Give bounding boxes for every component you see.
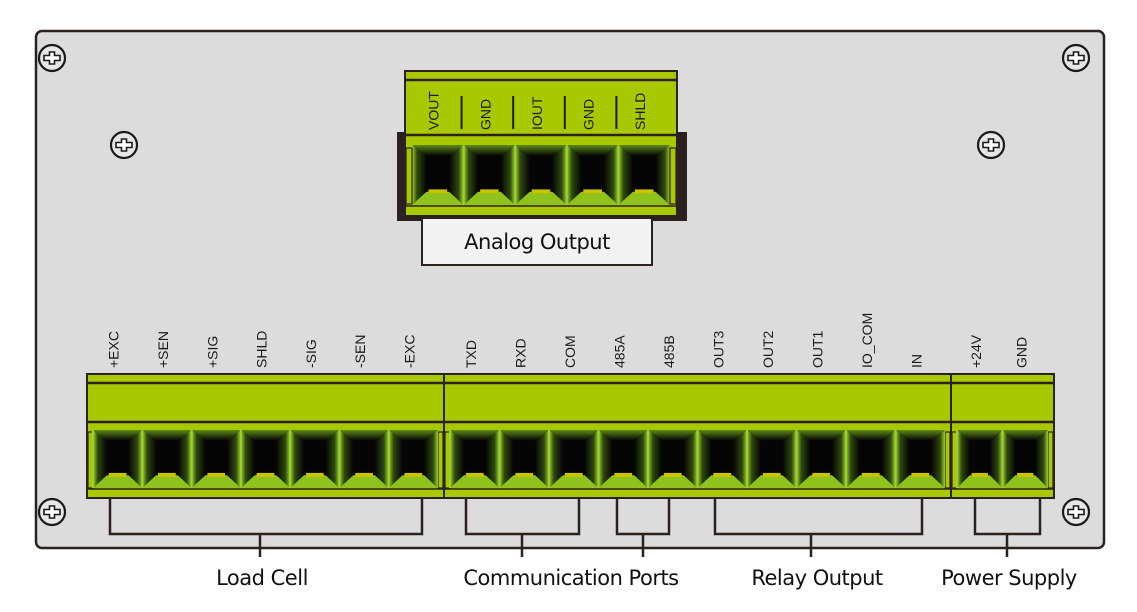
group-label: Relay Output — [751, 566, 883, 590]
bottom-terminal-blocks — [86, 373, 1055, 499]
terminal-socket[interactable] — [338, 430, 389, 488]
pin-label: +24V — [968, 334, 984, 368]
pin-label: IN — [908, 354, 924, 368]
group-brackets: Load Cell Communication Ports Relay Output… — [108, 498, 1077, 590]
terminal-socket[interactable] — [92, 430, 143, 488]
pin-label: -SEN — [352, 335, 368, 368]
phillips-screw-icon — [37, 43, 67, 73]
terminal-socket[interactable] — [845, 430, 896, 488]
bottom-pin-labels: +EXC +SEN +SIG SHLD -SIG -SEN -EXC TXD RXD COM 485… — [106, 313, 1030, 368]
terminal-socket[interactable] — [141, 430, 192, 488]
io-block — [443, 373, 952, 499]
pin-label: OUT1 — [809, 330, 825, 368]
pin-label: GND — [1014, 337, 1030, 368]
group-bracket — [713, 498, 924, 557]
terminal-socket[interactable] — [956, 430, 1003, 488]
pin-label: OUT2 — [760, 330, 776, 368]
analog-pin-label: GND — [477, 99, 493, 130]
terminal-socket[interactable] — [597, 430, 649, 488]
terminal-socket[interactable] — [746, 430, 797, 488]
terminal-socket[interactable] — [647, 430, 698, 488]
terminal-socket[interactable] — [696, 430, 748, 488]
phillips-screw-icon — [37, 497, 67, 527]
analog-output-label-box — [421, 217, 653, 266]
phillips-screw-icon — [109, 130, 139, 160]
pin-label: +SIG — [204, 336, 220, 368]
pin-label: SHLD — [254, 331, 270, 368]
group-label: Power Supply — [941, 566, 1077, 590]
group-label: Load Cell — [216, 566, 308, 590]
pin-label: RXD — [512, 338, 528, 368]
terminal-socket[interactable] — [462, 145, 516, 205]
group-bracket — [108, 498, 424, 557]
phillips-screw-icon — [1061, 43, 1091, 73]
pin-label: -EXC — [401, 335, 417, 368]
pin-label: +EXC — [106, 331, 122, 368]
pin-label: +SEN — [155, 331, 171, 368]
pin-label: OUT3 — [710, 330, 726, 368]
terminal-socket[interactable] — [894, 430, 946, 488]
load-cell-block — [86, 373, 445, 499]
phillips-screw-icon — [1061, 497, 1091, 527]
terminal-socket[interactable] — [190, 430, 241, 488]
terminal-socket[interactable] — [498, 430, 550, 488]
terminal-socket[interactable] — [795, 430, 847, 488]
pin-label: TXD — [463, 340, 479, 368]
power-block — [950, 373, 1055, 499]
terminal-socket[interactable] — [449, 430, 500, 488]
group-bracket — [464, 498, 581, 557]
terminal-socket[interactable] — [617, 145, 670, 205]
terminal-socket[interactable] — [239, 430, 291, 488]
terminal-socket[interactable] — [289, 430, 340, 488]
screws — [37, 43, 1091, 527]
phillips-screw-icon — [976, 130, 1006, 160]
analog-pin-label: IOUT — [529, 96, 545, 130]
analog-pin-label: GND — [580, 99, 596, 130]
terminal-socket[interactable] — [548, 430, 599, 488]
pin-label: -SIG — [303, 339, 319, 368]
analog-output-terminal: VOUT GND IOUT GND SHLD Analog Output — [397, 70, 687, 266]
pin-label: 485A — [611, 335, 627, 368]
terminal-socket[interactable] — [411, 145, 464, 205]
pin-label: COM — [562, 335, 578, 368]
terminal-socket[interactable] — [387, 430, 438, 488]
pin-label: 485B — [661, 335, 677, 368]
analog-output-label: Analog Output — [464, 230, 610, 254]
terminal-socket[interactable] — [565, 145, 619, 205]
pin-label: IO_COM — [859, 313, 875, 368]
group-bracket — [615, 498, 671, 557]
analog-pin-label: VOUT — [426, 91, 442, 130]
terminal-socket[interactable] — [1001, 430, 1049, 488]
analog-pin-label: SHLD — [632, 93, 648, 130]
group-label: Communication Ports — [463, 566, 678, 590]
terminal-socket[interactable] — [514, 145, 567, 205]
group-bracket — [973, 498, 1042, 557]
